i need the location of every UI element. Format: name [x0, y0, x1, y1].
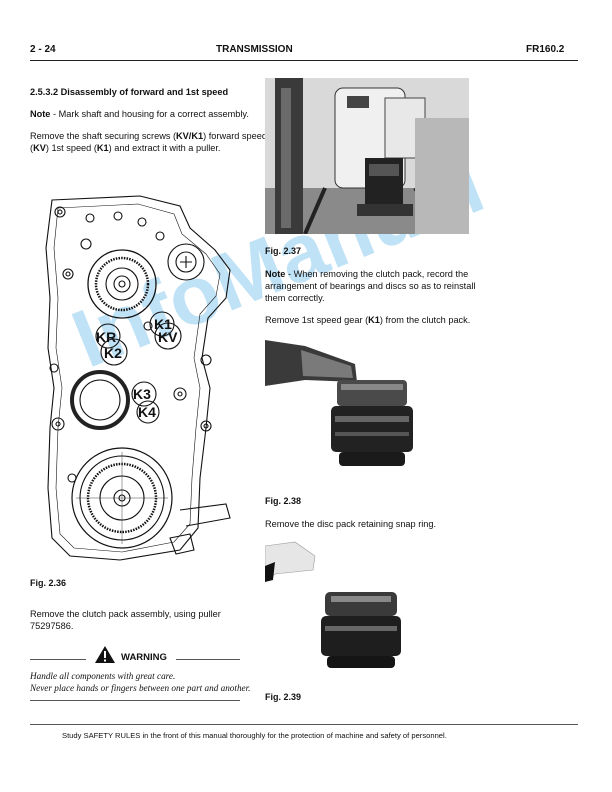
para-code-kvk1: KV/K1: [176, 131, 204, 141]
note2-text: - When removing the clutch pack, record …: [265, 269, 476, 303]
diagram-label-kv: KV: [158, 329, 178, 345]
note-text: - Mark shaft and housing for a correct a…: [50, 109, 249, 119]
note2-paragraph: Note - When removing the clutch pack, re…: [265, 268, 485, 304]
fig-2-36-caption: Fig. 2.36: [30, 578, 67, 588]
snap-ring-text: Remove the disc pack retaining snap ring…: [265, 519, 437, 529]
remove-clutch-text: Remove the clutch pack assembly, using p…: [30, 608, 270, 632]
fig-2-39-caption: Fig. 2.39: [265, 692, 302, 702]
diagram-label-k3: K3: [133, 386, 151, 402]
gear-text-2: ) from the clutch pack.: [379, 315, 471, 325]
footer-rule: [30, 724, 578, 725]
diagram-label-k1: K1: [154, 316, 172, 332]
transmission-housing-diagram: K1 KV KR K2 K3 K4: [45, 195, 231, 561]
footer-safety-text: Study SAFETY RULES in the front of this …: [62, 731, 447, 740]
photo-fig-2-38: [265, 336, 435, 476]
gear-code-k1: K1: [368, 315, 380, 325]
remove-clutch-line-1: Remove the clutch pack assembly, using p…: [30, 609, 221, 619]
fig-2-38-caption: Fig. 2.38: [265, 496, 302, 506]
diagram-label-kr: KR: [96, 329, 116, 345]
diagram-label-k4: K4: [138, 404, 156, 420]
photo-fig-2-37: [265, 78, 469, 234]
photo-fig-2-39: [265, 536, 415, 676]
note-paragraph: Note - Mark shaft and housing for a corr…: [30, 108, 272, 120]
para-code-kv: KV: [33, 143, 46, 153]
screws-paragraph: Remove the shaft securing screws (KV/K1)…: [30, 130, 274, 154]
gear-text-1: Remove 1st speed gear (: [265, 315, 369, 325]
note2-label: Note: [265, 269, 286, 279]
warning-label: WARNING: [121, 652, 167, 663]
para-text-3: ) 1st speed (: [45, 143, 97, 153]
section-title: TRANSMISSION: [216, 44, 293, 55]
page-number: 2 - 24: [30, 44, 56, 55]
gear-paragraph: Remove 1st speed gear (K1) from the clut…: [265, 314, 495, 326]
warning-line-1: Handle all components with great care.: [30, 671, 176, 681]
warning-rule-bottom: [30, 700, 240, 701]
warning-rule-right: [176, 659, 240, 660]
para-text-4: ) and extract it with a puller.: [108, 143, 221, 153]
warning-triangle-icon: [95, 646, 115, 663]
note-label: Note: [30, 109, 51, 119]
section-heading: 2.5.3.2 Disassembly of forward and 1st s…: [30, 87, 229, 97]
diagram-label-k2: K2: [104, 345, 122, 361]
model-name: FR160.2: [526, 44, 565, 55]
header-rule: [30, 60, 578, 61]
warning-text: Handle all components with great care. N…: [30, 670, 280, 694]
para-code-k1: K1: [96, 143, 109, 153]
warning-line-2: Never place hands or fingers between one…: [30, 683, 251, 693]
para-text-1: Remove the shaft securing screws (: [30, 131, 177, 141]
fig-2-37-caption: Fig. 2.37: [265, 246, 302, 256]
remove-clutch-line-2: 75297586.: [30, 621, 74, 631]
warning-rule-left: [30, 659, 86, 660]
para-text-2: ) forward speed (: [30, 131, 267, 153]
